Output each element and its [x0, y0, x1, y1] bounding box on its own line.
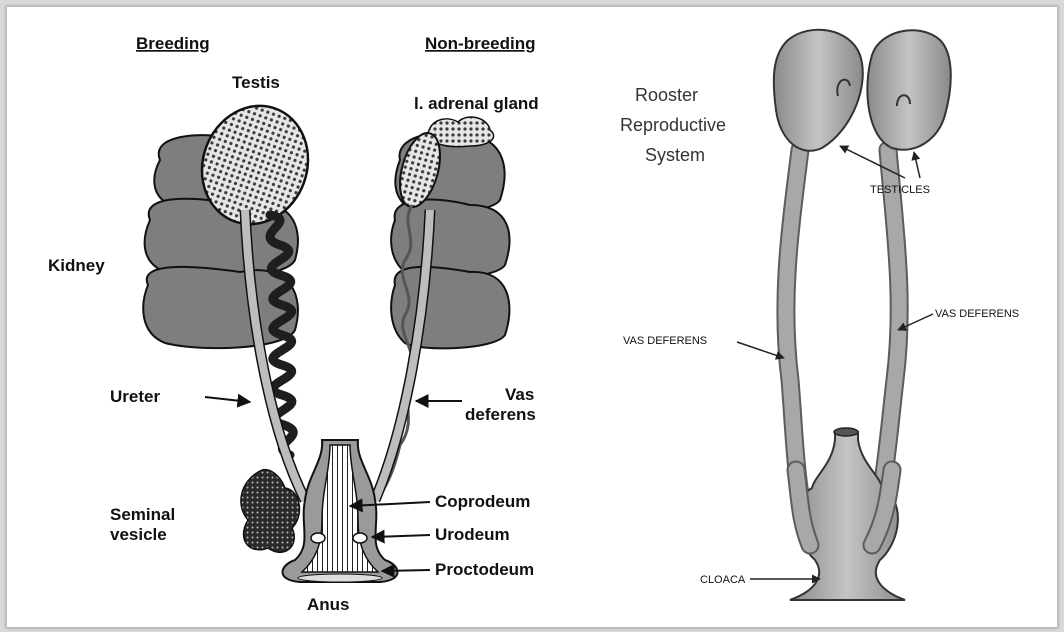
vas-deferens-right-label: VAS DEFERENS: [935, 308, 1019, 320]
rooster-title-line3: System: [645, 145, 705, 165]
urodeum-label: Urodeum: [435, 525, 510, 544]
proctodeum-label: Proctodeum: [435, 560, 534, 579]
testis-label: Testis: [232, 73, 280, 92]
kidney-label: Kidney: [48, 256, 105, 275]
adrenal-label: l. adrenal gland: [414, 94, 539, 113]
coprodeum-label: Coprodeum: [435, 492, 530, 511]
vas-deferens-left-label: VAS DEFERENS: [623, 335, 707, 347]
vas-deferens-label-line2: deferens: [465, 405, 536, 424]
nonbreeding-header: Non-breeding: [425, 34, 536, 53]
ureter-label: Ureter: [110, 387, 160, 406]
seminal-vesicle-label-line2: vesicle: [110, 525, 167, 544]
cloaca-label: CLOACA: [700, 574, 746, 586]
rooster-title-line1: Rooster: [635, 85, 698, 105]
breeding-header: Breeding: [136, 34, 210, 53]
testicles-label: TESTICLES: [870, 184, 930, 196]
rooster-testicle-right: [867, 30, 950, 149]
anus-label: Anus: [307, 595, 350, 614]
rooster-title-line2: Reproductive: [620, 115, 726, 135]
seminal-vesicle-label-line1: Seminal: [110, 505, 175, 524]
vas-deferens-label-line1: Vas: [505, 385, 534, 404]
rooster-testicle-left: [774, 30, 863, 151]
seminal-vesicle: [241, 470, 300, 553]
